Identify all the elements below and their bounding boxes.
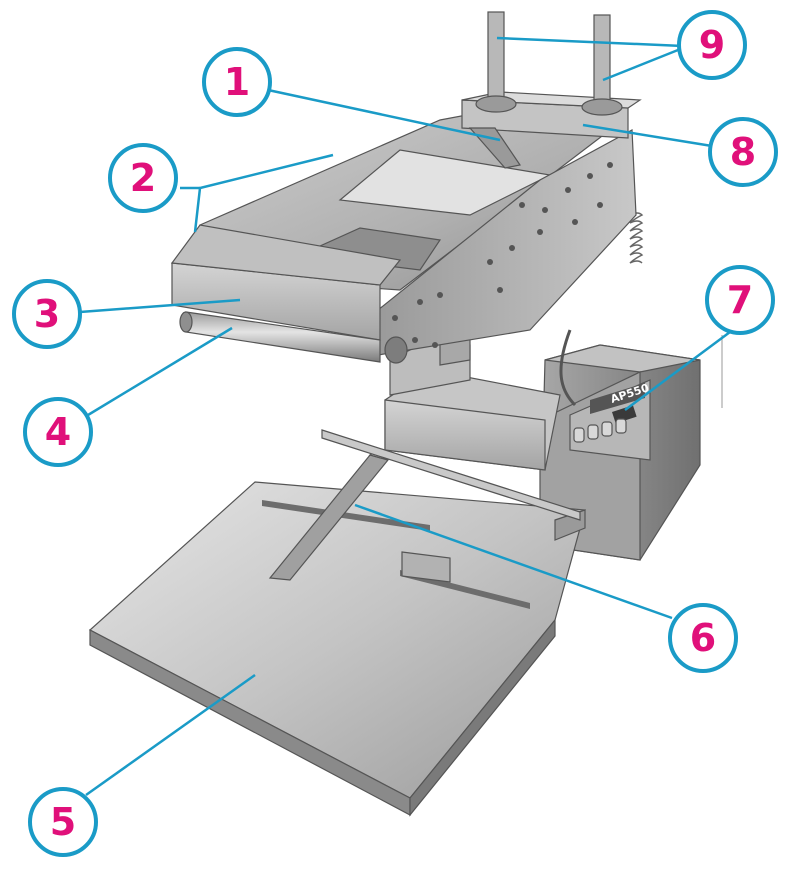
callout-1: 1 bbox=[202, 47, 272, 117]
callout-5: 5 bbox=[28, 787, 98, 857]
callouts: 1 2 3 4 5 6 7 8 bbox=[12, 10, 778, 857]
mounting-holes bbox=[392, 162, 613, 348]
svg-text:4: 4 bbox=[45, 410, 71, 454]
callout-6: 6 bbox=[668, 603, 738, 673]
callout-9: 9 bbox=[677, 10, 747, 80]
leader-7 bbox=[624, 330, 731, 412]
spindle-right bbox=[593, 14, 611, 106]
control-button-1[interactable] bbox=[573, 427, 585, 443]
svg-text:6: 6 bbox=[690, 616, 716, 660]
leader-9b bbox=[602, 46, 684, 82]
applicator-arm bbox=[170, 104, 637, 356]
spindle-left bbox=[487, 11, 505, 103]
callout-7: 7 bbox=[705, 265, 775, 335]
roll-spindles bbox=[475, 11, 623, 116]
leader-3 bbox=[79, 298, 241, 314]
svg-text:7: 7 bbox=[727, 278, 753, 322]
leader-9a bbox=[496, 36, 684, 48]
leader-lines bbox=[79, 36, 731, 797]
control-unit: AP550 bbox=[539, 344, 701, 561]
callout-8: 8 bbox=[708, 117, 778, 187]
tension-spring bbox=[629, 212, 644, 264]
leader-4 bbox=[87, 326, 233, 417]
callout-4: 4 bbox=[23, 397, 93, 467]
callout-3: 3 bbox=[12, 279, 82, 349]
svg-text:8: 8 bbox=[730, 130, 756, 174]
control-button-3[interactable] bbox=[601, 421, 613, 437]
svg-text:5: 5 bbox=[50, 800, 76, 844]
label-guide bbox=[268, 429, 581, 581]
machine-illustration: AP550 bbox=[88, 11, 723, 817]
control-button-2[interactable] bbox=[587, 424, 599, 440]
loading-tray bbox=[88, 481, 586, 817]
pressure-roller bbox=[179, 311, 408, 364]
callout-2: 2 bbox=[108, 143, 178, 213]
leader-1 bbox=[267, 88, 501, 142]
control-button-4[interactable] bbox=[615, 418, 627, 434]
svg-text:1: 1 bbox=[224, 60, 250, 104]
leader-5 bbox=[85, 673, 256, 797]
leader-6 bbox=[354, 503, 673, 620]
power-cable bbox=[559, 329, 577, 407]
leader-8 bbox=[582, 123, 713, 148]
base-block bbox=[384, 339, 561, 471]
svg-text:3: 3 bbox=[34, 292, 60, 336]
svg-text:9: 9 bbox=[699, 23, 725, 67]
svg-text:2: 2 bbox=[130, 156, 156, 200]
